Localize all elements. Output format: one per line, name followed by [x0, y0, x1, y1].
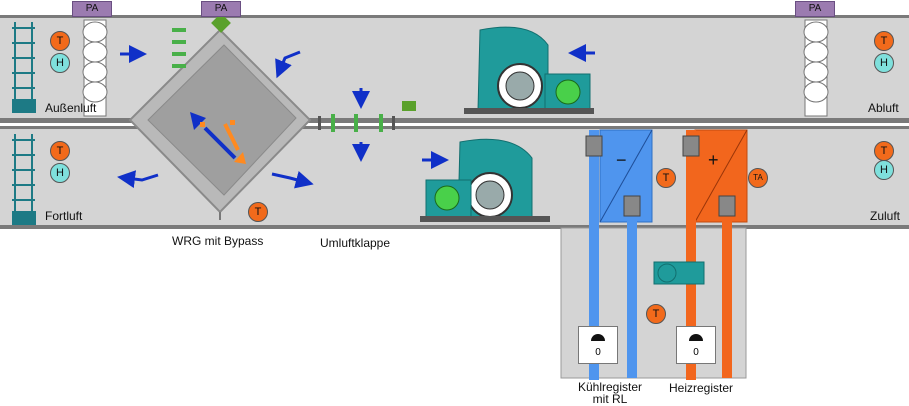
- outside-air-filter: [82, 19, 108, 117]
- pump-gauge-icon: [689, 334, 703, 341]
- heating-circuit-temp-sensor[interactable]: T: [646, 304, 666, 324]
- exhaust-air-damper[interactable]: [12, 134, 36, 225]
- heating-coil[interactable]: [653, 129, 748, 380]
- pa-indicator-heat-recovery[interactable]: PA: [201, 1, 241, 17]
- outside-air-temp-sensor[interactable]: T: [50, 31, 70, 51]
- pump-gauge-icon: [591, 334, 605, 341]
- outside-air-humidity-sensor[interactable]: H: [50, 53, 70, 73]
- pa-indicator-outside[interactable]: PA: [72, 1, 112, 17]
- supply-air-humidity-sensor[interactable]: H: [874, 160, 894, 180]
- cooling-pump[interactable]: 0: [578, 326, 618, 364]
- heat-recovery-exchanger[interactable]: [128, 13, 312, 220]
- upper-duct: [0, 15, 909, 123]
- extract-air-humidity-sensor[interactable]: H: [874, 53, 894, 73]
- heating-pump-value: 0: [693, 347, 699, 358]
- exhaust-air-humidity-sensor[interactable]: H: [50, 163, 70, 183]
- bypass-dampers[interactable]: [172, 28, 186, 68]
- heating-coil-label: Heizregister: [669, 381, 734, 395]
- extract-air-temp-sensor[interactable]: T: [874, 31, 894, 51]
- cooling-coil-label-line2: mit RL: [592, 392, 628, 406]
- after-heat-recovery-temp-sensor[interactable]: T: [248, 202, 268, 222]
- extract-fan[interactable]: [464, 26, 594, 114]
- extract-air-label: Abluft: [868, 101, 899, 115]
- cooling-coil-label: Kühlregister mit RL: [570, 381, 650, 405]
- exhaust-air-label: Fortluft: [45, 209, 83, 223]
- supply-fan[interactable]: [420, 138, 550, 222]
- heat-recovery-label: WRG mit Bypass: [172, 234, 264, 248]
- heating-pump[interactable]: 0: [676, 326, 716, 364]
- outside-air-label: Außenluft: [45, 101, 97, 115]
- cooling-coil-sign: −: [616, 150, 627, 170]
- exhaust-air-temp-sensor[interactable]: T: [50, 141, 70, 161]
- cooling-coil-label-line1: Kühlregister: [577, 380, 643, 394]
- supply-air-temp-sensor[interactable]: T: [874, 141, 894, 161]
- outside-air-damper[interactable]: [12, 22, 36, 113]
- cooling-pump-value: 0: [595, 347, 601, 358]
- supply-air-ta-sensor[interactable]: TA: [748, 168, 768, 188]
- after-cooling-temp-sensor[interactable]: T: [656, 168, 676, 188]
- cooling-coil[interactable]: [585, 129, 653, 380]
- recirculation-damper[interactable]: [318, 88, 416, 162]
- heating-coil-sign: +: [708, 150, 719, 170]
- pa-indicator-extract[interactable]: PA: [795, 1, 835, 17]
- supply-air-label: Zuluft: [870, 209, 901, 223]
- extract-air-filter: [803, 19, 829, 117]
- air-flow-arrows: [117, 44, 595, 189]
- recirculation-damper-label: Umluftklappe: [320, 236, 391, 250]
